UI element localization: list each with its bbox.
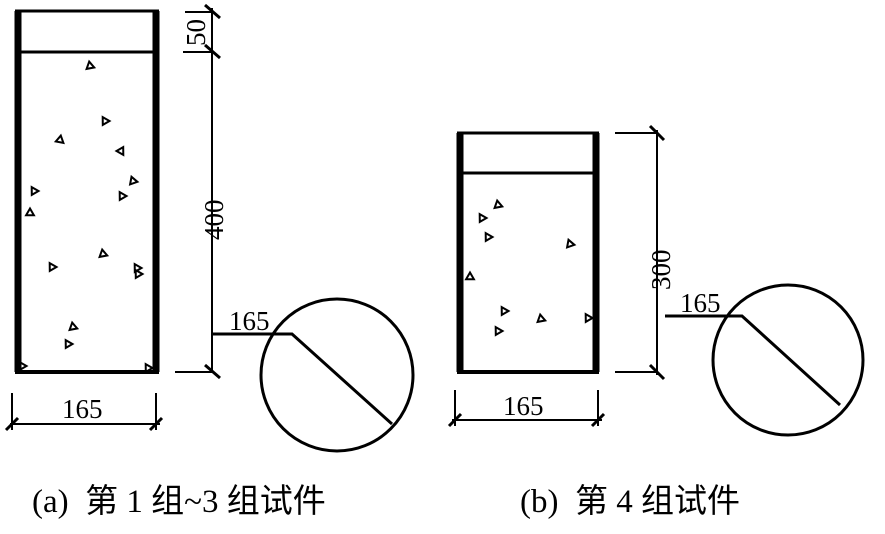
- aggregate-mark: [128, 174, 140, 186]
- dim-tick: [4, 416, 20, 432]
- aggregate-mark: [565, 237, 577, 249]
- aggregate-mark: [494, 325, 505, 337]
- aggregate-mark: [53, 133, 65, 145]
- caption-a: (a) 第 1 组~3 组试件: [32, 483, 326, 520]
- aggregate-mark: [584, 312, 595, 324]
- diameter-leader-b: [665, 314, 842, 407]
- dim-tick: [204, 43, 221, 60]
- dim-label-b-diameter: 165: [680, 288, 721, 318]
- aggregate-mark: [85, 59, 97, 71]
- aggregate-mark: [536, 312, 548, 324]
- dim-label-a-height: 400: [199, 200, 229, 241]
- aggregate-mark: [101, 115, 112, 127]
- aggregate-mark: [144, 362, 155, 374]
- dim-tick: [648, 124, 666, 142]
- dim-label-a-width: 165: [62, 394, 103, 424]
- dim-tick: [148, 416, 164, 432]
- dim-label-a-diameter: 165: [229, 306, 270, 336]
- cross-section-b: [711, 283, 865, 437]
- aggregate-mark: [114, 145, 125, 157]
- dim-tick: [590, 412, 606, 428]
- specimen-b: [447, 124, 865, 437]
- dim-tick: [204, 3, 221, 20]
- aggregate-mark: [118, 190, 129, 202]
- diameter-leader-a: [212, 332, 394, 426]
- dim-label-b-height: 300: [646, 250, 676, 291]
- aggregate-mark: [68, 320, 80, 332]
- dim-label-b-width: 165: [503, 391, 544, 421]
- dim-tick: [447, 412, 463, 428]
- aggregate-mark: [493, 198, 505, 210]
- aggregate-marks-b: [464, 198, 595, 337]
- aggregate-mark: [48, 261, 59, 273]
- aggregate-mark: [464, 270, 476, 281]
- aggregate-mark: [133, 262, 144, 274]
- cross-section-a: [259, 297, 415, 453]
- aggregate-mark: [64, 338, 75, 350]
- caption-b: (b) 第 4 组试件: [520, 483, 740, 520]
- dim-tick: [648, 363, 666, 381]
- specimen-a: [4, 3, 415, 453]
- aggregate-marks-a: [18, 59, 155, 374]
- aggregate-mark: [24, 206, 36, 217]
- dim-label-a-cap: 50: [181, 19, 211, 46]
- aggregate-mark: [484, 231, 495, 243]
- aggregate-mark: [134, 268, 145, 280]
- dim-tick: [204, 363, 221, 380]
- aggregate-mark: [500, 305, 511, 317]
- aggregate-mark: [18, 360, 29, 372]
- aggregate-mark: [478, 212, 489, 224]
- aggregate-mark: [98, 247, 110, 259]
- aggregate-mark: [30, 185, 41, 197]
